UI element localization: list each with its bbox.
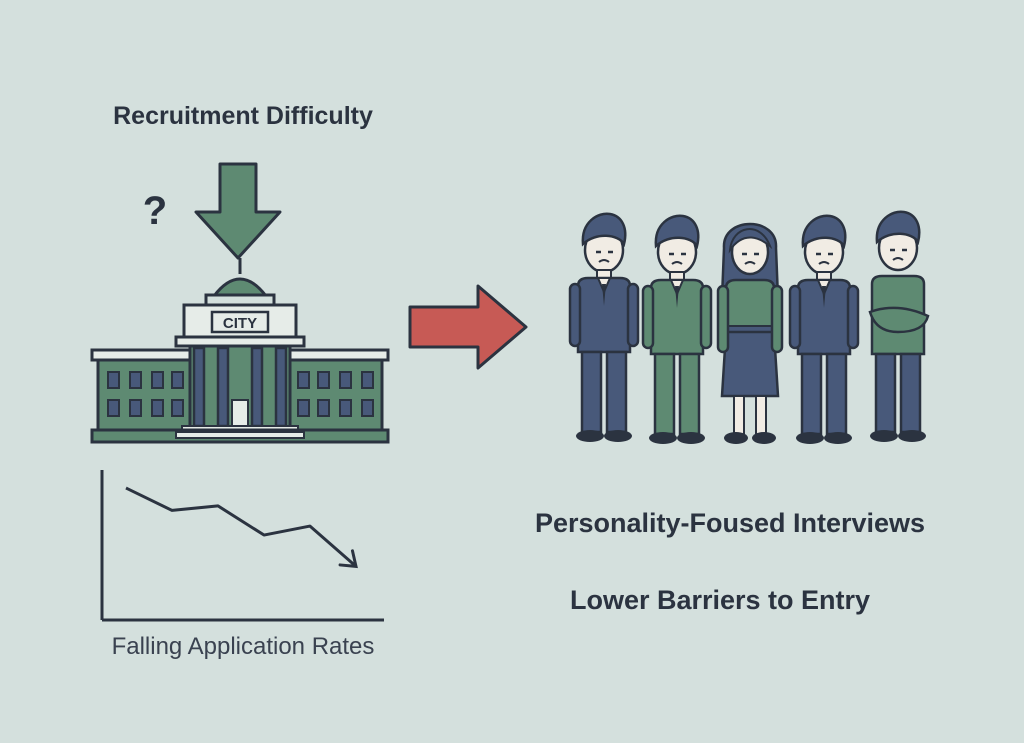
trend-line <box>125 486 357 568</box>
city-sign: CITY <box>223 315 257 332</box>
barriers-caption: Lower Barriers to Entry <box>569 585 871 615</box>
person-1 <box>568 212 640 444</box>
person-3-woman <box>716 222 784 444</box>
question-mark: ? <box>143 189 167 233</box>
person-4 <box>788 214 860 446</box>
candidate-group <box>568 210 930 446</box>
person-5 <box>868 210 930 442</box>
city-hall-building: CITY <box>90 258 390 444</box>
person-2 <box>641 214 713 446</box>
trend-arrowhead-icon <box>338 549 358 569</box>
falling-rates-chart <box>100 470 384 622</box>
down-arrow-icon <box>194 162 282 260</box>
falling-rates-caption: Falling Application Rates <box>111 633 375 660</box>
interviews-caption: Personality-Foused Interviews <box>534 508 926 538</box>
recruitment-difficulty-title: Recruitment Difficulty <box>113 102 373 130</box>
right-arrow-icon <box>408 284 528 370</box>
